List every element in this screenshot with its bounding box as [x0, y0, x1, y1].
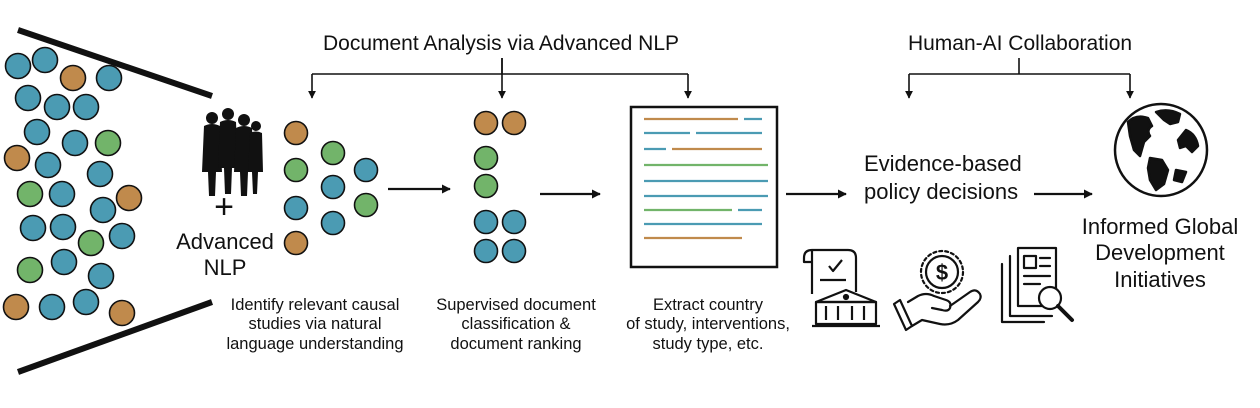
classify-caption: Supervised document classification & doc…	[436, 296, 596, 353]
document-dot	[38, 293, 66, 321]
document-dot	[473, 145, 499, 171]
document-dot	[19, 214, 47, 242]
document-dot	[50, 248, 78, 276]
document-dot	[501, 110, 527, 136]
document-dot	[77, 229, 105, 257]
extract-caption: Extract country of study, interventions,…	[626, 296, 790, 353]
collaboration-bracket	[905, 58, 1134, 99]
document-dot	[4, 52, 32, 80]
document-dot	[353, 192, 379, 218]
policy-document-icon	[802, 248, 880, 328]
document-dot	[283, 230, 309, 256]
document-dot	[87, 262, 115, 290]
document-dot	[2, 293, 30, 321]
document-dot	[72, 288, 100, 316]
document-dot	[320, 140, 346, 166]
document-dot	[31, 46, 59, 74]
funnel-bottom-line	[16, 299, 214, 375]
classified-documents	[473, 110, 527, 264]
document-dot	[3, 144, 31, 172]
document-dot	[501, 238, 527, 264]
document-dot	[14, 84, 42, 112]
document-dot	[473, 238, 499, 264]
document-dot	[49, 213, 77, 241]
advanced-nlp-label: Advanced NLP	[176, 229, 274, 280]
document-dot	[43, 93, 71, 121]
document-dot	[72, 93, 100, 121]
document-dot	[108, 299, 136, 327]
document-dot	[501, 209, 527, 235]
document-dot	[94, 129, 122, 157]
document-dot	[108, 222, 136, 250]
document-dot	[115, 184, 143, 212]
document-dot	[320, 174, 346, 200]
analysis-header: Document Analysis via Advanced NLP	[322, 32, 680, 55]
outcome-label: Informed Global Development Initiatives	[1081, 214, 1239, 292]
document-dot	[59, 64, 87, 92]
document-dot	[16, 256, 44, 284]
funnel-top-line	[17, 27, 213, 99]
document-dot	[283, 120, 309, 146]
globe-icon	[1113, 102, 1209, 198]
document-dot	[16, 180, 44, 208]
document-dot	[61, 129, 89, 157]
document-dot	[473, 173, 499, 199]
document-dot	[89, 196, 117, 224]
analysis-bracket	[308, 58, 692, 99]
document-dot	[86, 160, 114, 188]
document-dot	[23, 118, 51, 146]
document-dot	[473, 110, 499, 136]
people-icon	[202, 108, 263, 196]
document-dot	[48, 180, 76, 208]
document-pool	[2, 46, 143, 327]
document-dot	[473, 209, 499, 235]
evidence-label: Evidence-based policy decisions	[864, 151, 1022, 204]
document-dot	[320, 210, 346, 236]
document-dot	[353, 157, 379, 183]
extracted-document-icon	[629, 105, 779, 269]
funding-hand-icon	[892, 249, 982, 332]
collaboration-header: Human-AI Collaboration	[907, 32, 1133, 55]
identify-caption: Identify relevant causal studies via nat…	[226, 296, 404, 353]
document-dot	[283, 195, 309, 221]
news-search-icon	[1000, 246, 1074, 324]
relevant-documents	[283, 120, 379, 256]
document-dot	[95, 64, 123, 92]
document-dot	[283, 157, 309, 183]
plus-sign: +	[214, 188, 234, 226]
document-dot	[34, 151, 62, 179]
dollar-sign: $	[936, 260, 948, 285]
